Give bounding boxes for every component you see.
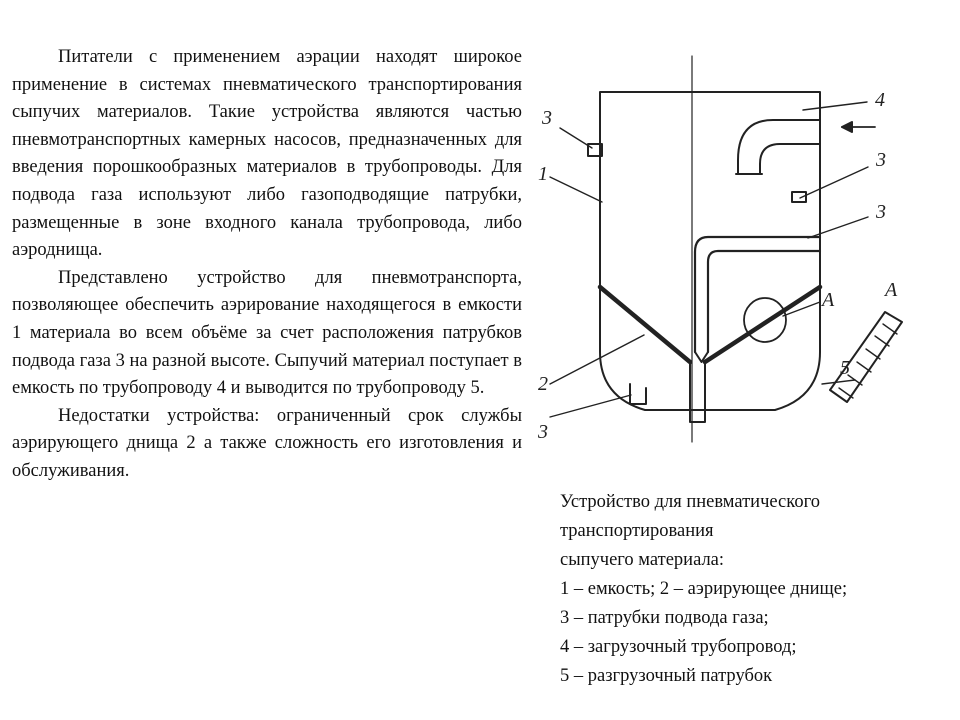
leader-a-detail xyxy=(782,301,821,317)
aerating-bottom-right xyxy=(702,284,823,365)
paragraph-intro: Питатели с применением аэрации находят ш… xyxy=(12,47,522,261)
gas-pipe-inner-outer xyxy=(693,235,822,354)
paragraph-device: Представлено устройство для пневмотрансп… xyxy=(12,267,522,399)
label-3-bottom: 3 xyxy=(537,421,548,443)
leader-3-bottom xyxy=(549,394,632,418)
leader-2 xyxy=(549,334,645,385)
loading-pipe-inner xyxy=(759,143,821,175)
detail-circle-a xyxy=(743,297,787,343)
tank-body xyxy=(599,91,821,411)
side-nozzle-left xyxy=(587,143,603,157)
paragraph-drawbacks: Недостатки устройства: ограниченный срок… xyxy=(12,405,522,481)
caption-line: сыпучего материала: xyxy=(560,550,725,570)
caption-line: 5 – разгрузочный патрубок xyxy=(560,666,773,686)
label-3-top-left: 3 xyxy=(541,107,552,129)
caption-line: 1 – емкость; 2 – аэрирующее днище; xyxy=(560,579,848,599)
discharge-pipe xyxy=(689,361,706,423)
leader-3-top-left xyxy=(559,127,593,149)
leader-4 xyxy=(802,101,868,111)
caption-line: Устройство для пневматического xyxy=(560,492,820,512)
label-a-detail: A xyxy=(820,289,835,311)
label-a-main: A xyxy=(883,279,898,301)
label-5: 5 xyxy=(840,357,850,379)
caption-line: 3 – патрубки подвода газа; xyxy=(560,608,769,628)
caption-line: транспортирования xyxy=(560,521,714,541)
label-4: 4 xyxy=(875,89,885,111)
leader-3-right-lower xyxy=(807,216,869,239)
label-2: 2 xyxy=(538,373,548,395)
device-diagram-svg: 4 3 1 3 3 A A 2 5 3 xyxy=(537,55,903,443)
leader-1 xyxy=(549,176,603,203)
caption-line: 4 – загрузочный трубопровод; xyxy=(560,637,797,657)
side-nozzle-right xyxy=(791,191,807,203)
detail-a-section xyxy=(829,311,903,403)
aerating-bottom-left xyxy=(597,284,693,365)
figure-caption: Устройство для пневматического транспорт… xyxy=(560,488,950,691)
gas-pipe-tip xyxy=(694,351,709,363)
gas-pipe-inner-inner xyxy=(706,249,822,354)
entry-arrowhead xyxy=(841,121,853,133)
label-1: 1 xyxy=(538,163,548,185)
loading-pipe-outer xyxy=(737,119,821,175)
label-3-right-upper: 3 xyxy=(875,149,886,171)
bottom-nozzle xyxy=(629,383,647,405)
body-text: Питатели с применением аэрации находят ш… xyxy=(12,44,522,486)
leader-5 xyxy=(821,379,856,385)
device-diagram: 4 3 1 3 3 A A 2 5 3 xyxy=(530,52,930,444)
leader-lines xyxy=(549,101,869,418)
leader-3-right-upper xyxy=(799,166,869,199)
label-3-right-lower: 3 xyxy=(875,201,886,223)
